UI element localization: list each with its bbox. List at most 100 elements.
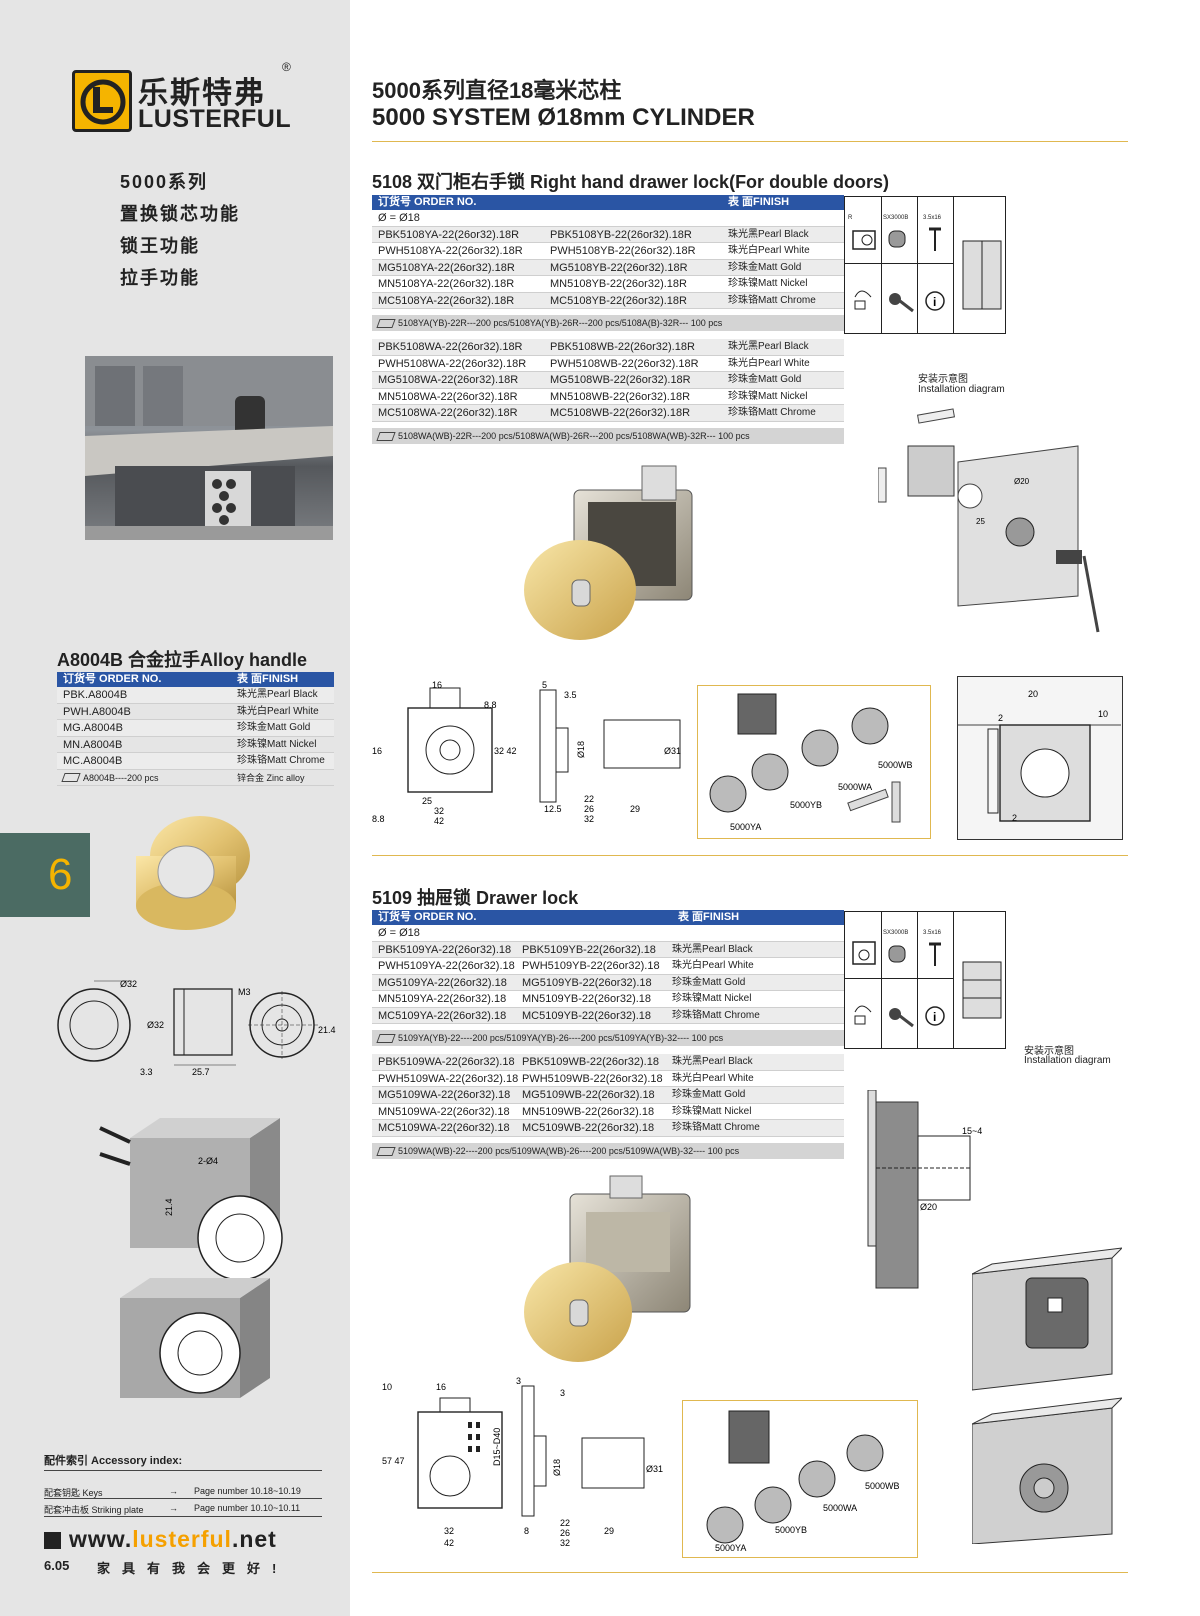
finish: 珍珠铬Matt Chrome xyxy=(672,1122,760,1133)
grid-label: SX3000B xyxy=(883,215,909,221)
divider xyxy=(44,1498,322,1499)
website-link[interactable]: www.lusterful.net xyxy=(44,1526,277,1553)
page-title-cn: 5000系列直径18毫米芯柱 xyxy=(372,78,622,103)
dim-label: 32 xyxy=(434,806,444,816)
install-label-cn: 安装示意图 xyxy=(918,374,968,385)
lock-5108-technical-drawing: 16 8.8 16 32 42 25 32 42 8.8 5 3.5 Ø18 Ø… xyxy=(372,680,688,835)
install-label-en: Installation diagram xyxy=(918,384,1005,395)
finish: 珍珠镍Matt Nickel xyxy=(237,738,317,750)
rotate-lock-icon xyxy=(854,290,872,310)
table-row: Ø = Ø18 xyxy=(372,925,844,942)
table-header: 订货号 ORDER NO. 表 面FINISH xyxy=(372,195,844,210)
dim-label: 10 xyxy=(1098,709,1108,719)
dim-label: 16 xyxy=(432,680,442,690)
finish: 珍珠金Matt Gold xyxy=(237,722,311,733)
site-brand: lusterful xyxy=(132,1526,232,1552)
order-a: MN5109WA-22(26or32).18 xyxy=(378,1105,510,1118)
accessory-icon-grid: SX3000B 3.5x16 i xyxy=(844,911,1006,1049)
order-b: MC5108WB-22(26or32).18R xyxy=(550,407,691,419)
brand-mark-icon xyxy=(44,1532,61,1549)
order-b: PWH5109YB-22(26or32).18 xyxy=(522,960,660,972)
pack-text: A8004B----200 pcs xyxy=(83,772,159,783)
divider xyxy=(372,141,1128,142)
header-finish: 表 面FINISH xyxy=(728,196,790,208)
variant-label: 5000WA xyxy=(838,782,872,792)
order-no: MG.A8004B xyxy=(63,722,123,734)
header-finish: 表 面FINISH xyxy=(678,911,740,923)
accessory-page: Page number 10.10~10.11 xyxy=(194,1503,301,1513)
dim-label: 42 xyxy=(444,1538,454,1548)
handle-technical-drawing: Ø32 Ø32 M3 21.4 3.3 25.7 xyxy=(52,975,342,1085)
svg-text:i: i xyxy=(933,295,936,309)
finish: 珍珠镍Matt Nickel xyxy=(728,390,808,402)
dim-label: 21.4 xyxy=(318,1025,336,1035)
finish: 珠光黑Pearl Black xyxy=(672,943,753,955)
variant-label: 5000WB xyxy=(865,1481,900,1491)
order-b: MG5108WB-22(26or32).18R xyxy=(550,374,691,386)
dim-label: 29 xyxy=(604,1526,614,1536)
variant-label: 5000YA xyxy=(715,1543,746,1553)
variant-label: 5000YB xyxy=(775,1525,807,1535)
header-order: 订货号 ORDER NO. xyxy=(63,673,162,685)
order-b: PBK5109WB-22(26or32).18 xyxy=(522,1056,659,1068)
finish: 珠光黑Pearl Black xyxy=(728,228,809,240)
slogan: 家具有我会更好! xyxy=(97,1561,289,1576)
arrow-right-icon: → xyxy=(169,1486,178,1496)
box-icon xyxy=(376,431,396,441)
dim-label: 32 xyxy=(560,1538,570,1548)
dim-label: M3 xyxy=(238,987,251,997)
handle-order-table: 订货号 ORDER NO. 表 面FINISH PBK.A8004B 珠光黑Pe… xyxy=(57,672,334,786)
grid-line xyxy=(881,912,882,1048)
rotate-lock-icon xyxy=(854,1005,872,1025)
pack-info: 5108WA(WB)-22R---200 pcs/5108WA(WB)-26R-… xyxy=(372,427,844,444)
dim-label: 3 xyxy=(516,1376,521,1386)
order-b: MN5109WB-22(26or32).18 xyxy=(522,1105,655,1118)
dim-label: 21.4 xyxy=(164,1198,174,1216)
lock-5109-technical-drawing: 10 16 57 47 D15~D40 3 3 Ø18 Ø31 8 22 26 … xyxy=(382,1376,672,1557)
table-header: 订货号 ORDER NO. 表 面FINISH xyxy=(372,910,844,925)
handle-photo xyxy=(120,808,260,938)
order-a: MG5108WA-22(26or32).18R xyxy=(378,374,519,386)
order-b: MC5109YB-22(26or32).18 xyxy=(522,1009,652,1022)
screw-icon xyxy=(929,942,941,966)
key-icon xyxy=(889,293,914,313)
site-suffix: .net xyxy=(231,1526,277,1552)
table-row: PBK.A8004B 珠光黑Pearl Black xyxy=(57,687,334,704)
order-a: PBK5108YA-22(26or32).18R xyxy=(378,228,520,241)
order-no: PWH.A8004B xyxy=(63,705,131,718)
dim-label: 42 xyxy=(434,816,444,826)
order-b: MN5109YB-22(26or32).18 xyxy=(522,993,652,1005)
grid-line xyxy=(845,263,953,264)
order-a: PWH5108WA-22(26or32).18R xyxy=(378,357,527,370)
dim-label: 10 xyxy=(382,1382,392,1392)
finish: 珍珠金Matt Gold xyxy=(728,374,802,385)
order-a: MG5109WA-22(26or32).18 xyxy=(378,1089,511,1101)
lock-5108-photo xyxy=(512,462,717,647)
grid-line xyxy=(953,197,954,333)
dim-label: 8 xyxy=(524,1526,529,1536)
dim-label: 57 47 xyxy=(382,1456,405,1466)
order-b: MG5109WB-22(26or32).18 xyxy=(522,1089,655,1101)
spacer xyxy=(372,331,844,339)
finish: 珠光白Pearl White xyxy=(672,1072,754,1084)
grid-label: 3.5x16 xyxy=(923,215,942,221)
finish: 珍珠金Matt Gold xyxy=(728,261,802,273)
dim-label: Ø18 xyxy=(552,1459,562,1476)
header-finish: 表 面FINISH xyxy=(237,673,299,685)
cylinder-icon xyxy=(888,230,906,248)
order-b: PBK5108WB-22(26or32).18R xyxy=(550,341,695,353)
install-diagram-5108: Ø20 25 xyxy=(877,406,1118,657)
box-icon xyxy=(61,772,81,782)
accessory-label: 配套冲击板 Striking plate xyxy=(44,1505,144,1515)
feature-item: 置换锁芯功能 xyxy=(120,204,240,224)
pack-text: 5108WA(WB)-22R---200 pcs/5108WA(WB)-26R-… xyxy=(398,430,750,441)
dim-label: 22 xyxy=(560,1518,570,1528)
order-a: PWH5109WA-22(26or32).18 xyxy=(378,1072,519,1085)
order-no: MC.A8004B xyxy=(63,755,123,767)
